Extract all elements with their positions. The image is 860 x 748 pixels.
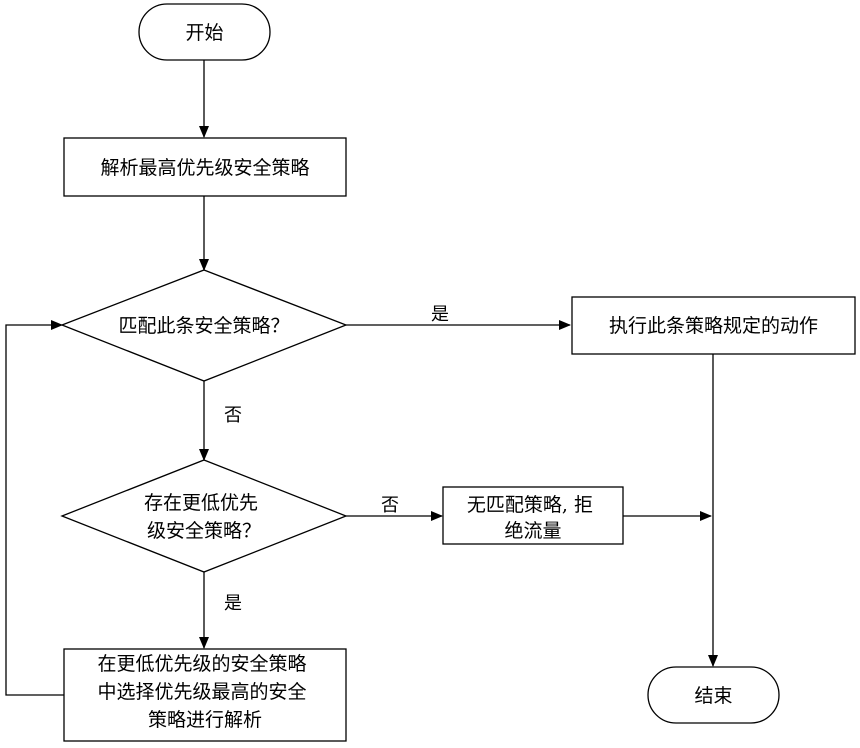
node-start: 开始: [138, 3, 271, 61]
node-lower-exists: 存在更低优先 级安全策略？: [60, 459, 348, 573]
node-select-next-line-3: 策略进行解析: [148, 709, 262, 731]
edge-label-lower-yes: 是: [224, 593, 242, 614]
node-start-label: 开始: [185, 22, 223, 44]
node-no-match-deny-label: 无匹配策略, 拒 绝流量: [467, 494, 599, 542]
edge-label-lower-no: 否: [381, 495, 399, 516]
node-select-next-label: 在更低优先级的安全策略 中选择优先级最高的安全 策略进行解析: [97, 653, 312, 731]
edges: [5, 60, 718, 696]
node-match-policy-label: 匹配此条安全策略？: [118, 315, 289, 337]
edge-select-loop-to-match: [5, 320, 64, 696]
edge-label-match-no: 否: [224, 405, 242, 426]
node-lower-exists-line-1: 存在更低优先: [144, 492, 258, 514]
node-no-match-deny: 无匹配策略, 拒 绝流量: [442, 486, 624, 545]
node-exec-action-label: 执行此条策略规定的动作: [609, 315, 818, 337]
node-match-policy: 匹配此条安全策略？: [60, 269, 348, 382]
node-parse-highest: 解析最高优先级安全策略: [63, 137, 347, 197]
node-lower-exists-label: 存在更低优先 级安全策略？: [144, 492, 264, 542]
node-lower-exists-line-2: 级安全策略？: [147, 520, 261, 542]
node-select-next: 在更低优先级的安全策略 中选择优先级最高的安全 策略进行解析: [63, 648, 347, 742]
node-select-next-line-2: 中选择优先级最高的安全: [97, 681, 306, 703]
edge-label-match-yes: 是: [431, 304, 449, 325]
node-end-label: 结束: [694, 685, 732, 707]
node-no-match-deny-line-1: 无匹配策略, 拒: [467, 494, 593, 516]
node-exec-action: 执行此条策略规定的动作: [571, 296, 856, 355]
node-parse-highest-label: 解析最高优先级安全策略: [100, 157, 309, 179]
node-select-next-line-1: 在更低优先级的安全策略: [97, 653, 306, 675]
node-end: 结束: [647, 666, 780, 724]
node-no-match-deny-line-2: 绝流量: [504, 520, 561, 542]
